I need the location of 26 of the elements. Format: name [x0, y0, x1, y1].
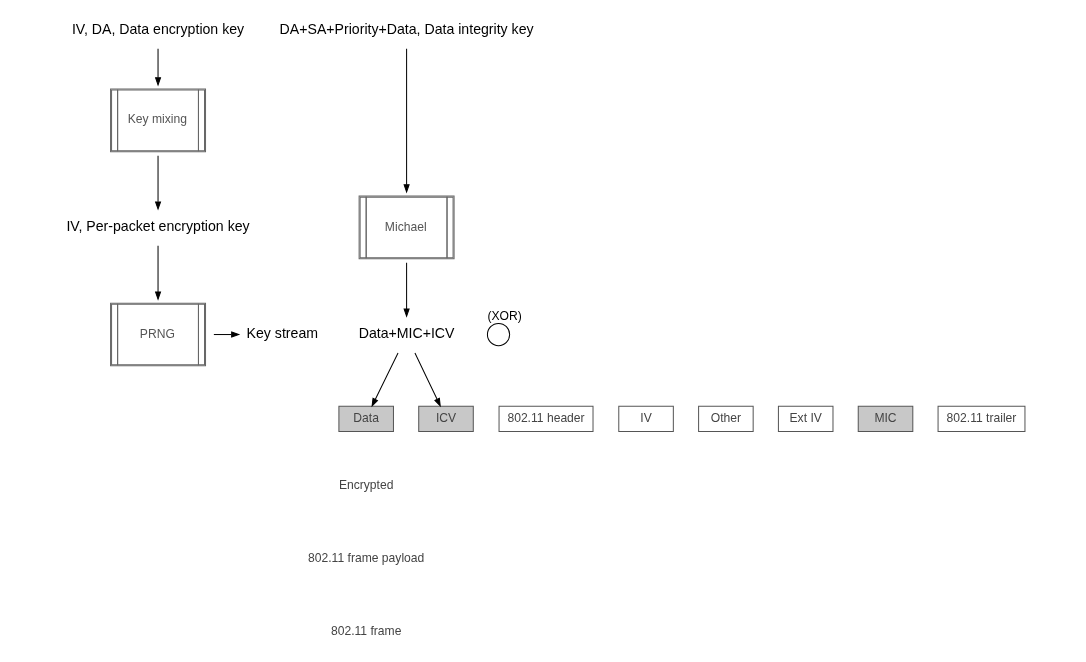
node-circle — [486, 322, 511, 347]
node-box: IV — [618, 405, 674, 433]
node-box: 802.11 trailer — [937, 405, 1026, 433]
node-text: DA+SA+Priority+Data, Data integrity key — [279, 21, 534, 38]
arrow — [154, 245, 162, 301]
node-text: Key stream — [246, 325, 319, 342]
node-box: Other — [698, 405, 754, 433]
arrow — [154, 155, 162, 211]
node-box: MIC — [857, 405, 914, 433]
node-text: Data+MIC+ICV — [358, 325, 455, 342]
node-box: ICV — [418, 405, 474, 433]
label: Encrypted — [338, 478, 394, 493]
arrow — [414, 352, 441, 408]
node-box: 802.11 header — [498, 405, 594, 433]
node-box: Data — [338, 405, 394, 433]
node-label: (XOR) — [487, 308, 522, 323]
arrow — [403, 48, 410, 194]
arrow — [213, 331, 241, 338]
label: 802.11 frame payload — [308, 550, 425, 565]
arrow — [403, 262, 410, 318]
node-text: IV, Per-packet encryption key — [66, 218, 250, 235]
label: 802.11 frame — [330, 623, 402, 638]
node-box: Ext IV — [777, 405, 834, 433]
node-text: IV, DA, Data encryption key — [71, 21, 245, 38]
arrow — [371, 352, 399, 408]
arrow — [154, 48, 162, 87]
